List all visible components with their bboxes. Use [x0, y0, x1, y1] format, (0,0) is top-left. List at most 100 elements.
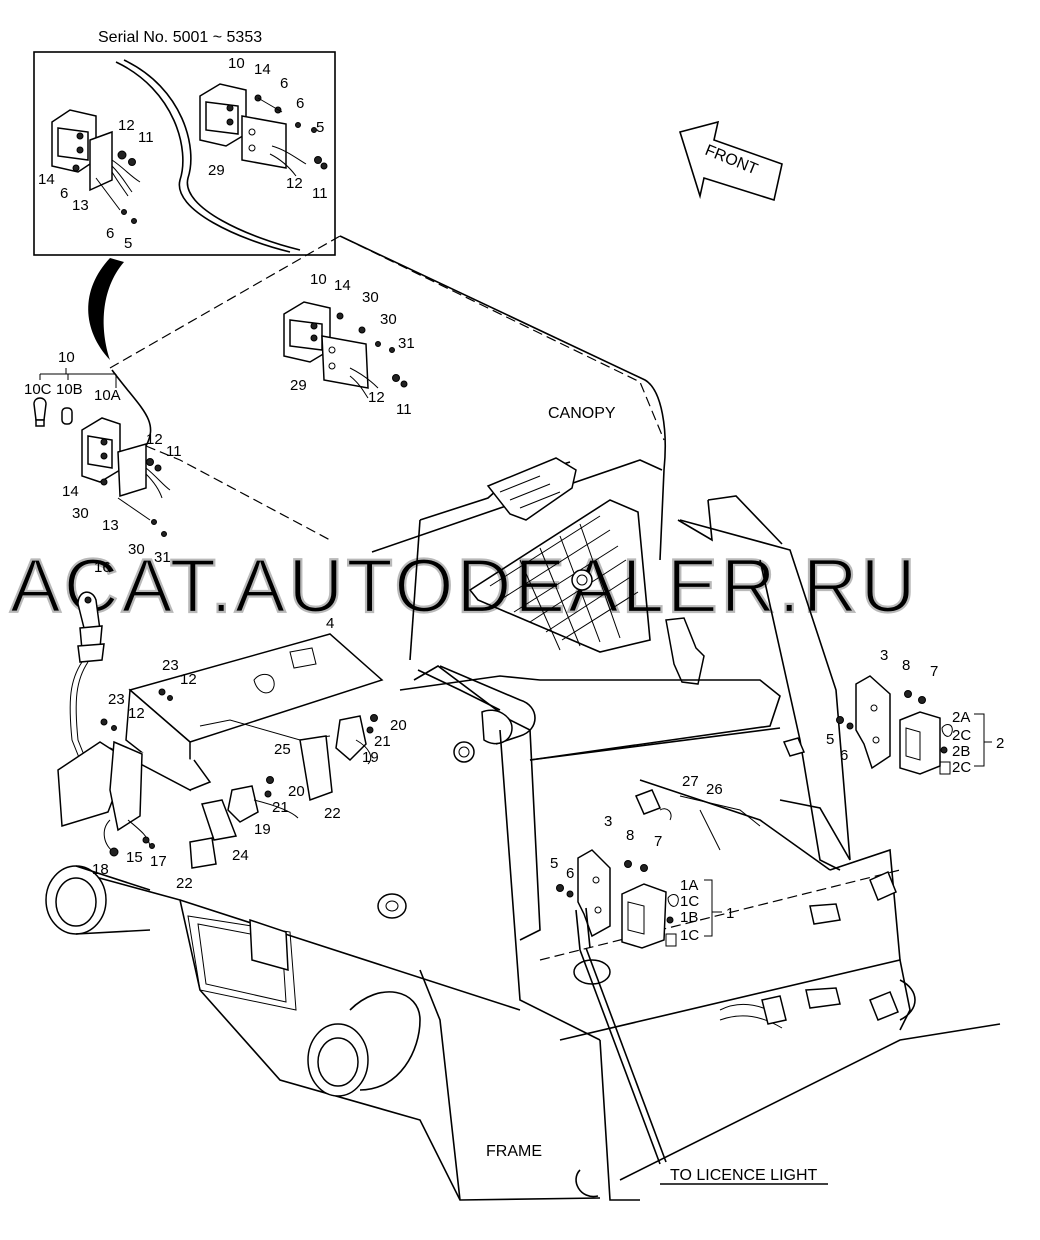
part-callout: 8: [626, 827, 634, 844]
front-direction-arrow: FRONT: [678, 120, 783, 202]
part-callout: 10: [310, 271, 327, 288]
part-callout: 5: [826, 731, 834, 748]
canopy-rear-grille: [468, 499, 651, 653]
part-callout: 23: [108, 691, 125, 708]
part-callout: 8: [902, 657, 910, 674]
part-callout: 6: [296, 95, 304, 112]
part-callout: 20: [390, 717, 407, 734]
part-callout: 6: [106, 225, 114, 242]
left-lamp-callouts: 10 10C 10B 10A 12 11 14 30 13 30 31: [24, 349, 182, 566]
part-callout: 15: [126, 849, 143, 866]
right-upper-small-parts: [634, 737, 806, 851]
part-callout: 21: [272, 799, 289, 816]
frame-outline: FRAME: [69, 675, 1001, 1201]
part-callout: 14: [62, 483, 79, 500]
canopy-label: CANOPY: [548, 405, 616, 422]
part-callout: 10: [228, 55, 245, 72]
right-upper-light: [836, 675, 992, 775]
part-callout: 29: [290, 377, 307, 394]
part-callout: 11: [312, 185, 328, 202]
part-callout: 6: [566, 865, 574, 882]
part-callout: 6: [280, 75, 288, 92]
part-callout: 12: [180, 671, 197, 688]
inset-callouts: 10 14 6 6 5 12 11 14 6 13 6 5 29 12 11: [38, 55, 328, 252]
part-callout: 31: [154, 549, 171, 566]
part-callout: 2A: [952, 709, 970, 726]
svg-text:FRONT: FRONT: [703, 142, 761, 178]
part-callout: 22: [324, 805, 341, 822]
part-callout: 25: [274, 741, 291, 758]
canopy-lamp-callouts: 10 14 30 30 31 29 12 11: [290, 271, 415, 418]
part-callout: 12: [128, 705, 145, 722]
part-callout: 22: [176, 875, 193, 892]
right-lower-light: [556, 849, 722, 951]
right-upper-callouts: 3 8 7 5 6 2A 2C 2B 2C 2 27 26: [682, 647, 1004, 798]
control-panel-plate: [57, 633, 384, 857]
part-callout: 14: [334, 277, 351, 294]
part-callout: 13: [72, 197, 89, 214]
part-callout: 1B: [680, 909, 698, 926]
part-callout: 3: [604, 813, 612, 830]
part-callout: 10B: [56, 381, 83, 398]
part-callout: 2B: [952, 743, 970, 760]
part-callout: 1A: [680, 877, 698, 894]
part-callout: 6: [60, 185, 68, 202]
part-callout: 1: [726, 905, 734, 922]
part-callout: 5: [550, 855, 558, 872]
part-callout: 12: [146, 431, 163, 448]
part-callout: 21: [374, 733, 391, 750]
switch-brackets: [189, 714, 378, 869]
part-callout: 6: [840, 747, 848, 764]
part-callout: 29: [208, 162, 225, 179]
part-callout: 13: [102, 517, 119, 534]
left-lamp-bracket-lines: [39, 368, 117, 388]
rops-pillars: [413, 495, 851, 1041]
part-callout: 19: [362, 749, 379, 766]
part-callout: 10: [58, 349, 75, 366]
canopy-work-lamp: [283, 301, 408, 399]
part-callout: 5: [316, 119, 324, 136]
part-callout: 2: [996, 735, 1004, 752]
part-callout: 1C: [680, 893, 699, 910]
part-callout: 12: [368, 389, 385, 406]
left-lamp-bulbs: [33, 397, 73, 427]
frame-axle-tubes: [45, 865, 916, 1198]
right-lower-callouts: 3 8 7 5 6 1A 1C 1B 1C 1: [550, 813, 734, 944]
part-callout: 2C: [952, 759, 971, 776]
licence-light-label: TO LICENCE LIGHT: [670, 1167, 818, 1184]
part-callout: 30: [72, 505, 89, 522]
part-callout: 7: [654, 833, 662, 850]
frame-label: FRAME: [486, 1143, 542, 1160]
inset-pointer-arrow: [88, 258, 124, 360]
part-callout: 19: [254, 821, 271, 838]
part-callout: 7: [930, 663, 938, 680]
joystick-assembly: [69, 591, 105, 761]
part-callout: 3: [880, 647, 888, 664]
part-callout: 24: [232, 847, 249, 864]
part-callout: 4: [326, 615, 334, 632]
part-callout: 5: [124, 235, 132, 252]
part-callout: 30: [380, 311, 397, 328]
canopy-outline: CANOPY: [109, 235, 666, 661]
part-callout: 20: [288, 783, 305, 800]
inset-lamp-right: [199, 83, 328, 177]
part-callout: 23: [162, 657, 179, 674]
part-callout: 14: [38, 171, 55, 188]
part-callout: 11: [166, 443, 182, 460]
inset-lamp-left: [51, 109, 141, 224]
left-work-lamp: [81, 417, 171, 537]
part-callout: 11: [396, 401, 412, 418]
part-callout: 27: [682, 773, 699, 790]
watermark-text: ACAT.AUTODEALER.RU: [10, 544, 918, 629]
part-callout: 10C: [24, 381, 52, 398]
part-callout: 17: [150, 853, 167, 870]
part-callout: 12: [118, 117, 135, 134]
part-callout: 26: [706, 781, 723, 798]
part-callout: 16: [94, 559, 111, 576]
part-callout: 11: [138, 129, 154, 146]
serial-range-label: Serial No. 5001 ~ 5353: [98, 29, 262, 46]
part-callout: 31: [398, 335, 415, 352]
part-callout: 12: [286, 175, 303, 192]
part-callout: 30: [128, 541, 145, 558]
part-callout: 14: [254, 61, 271, 78]
